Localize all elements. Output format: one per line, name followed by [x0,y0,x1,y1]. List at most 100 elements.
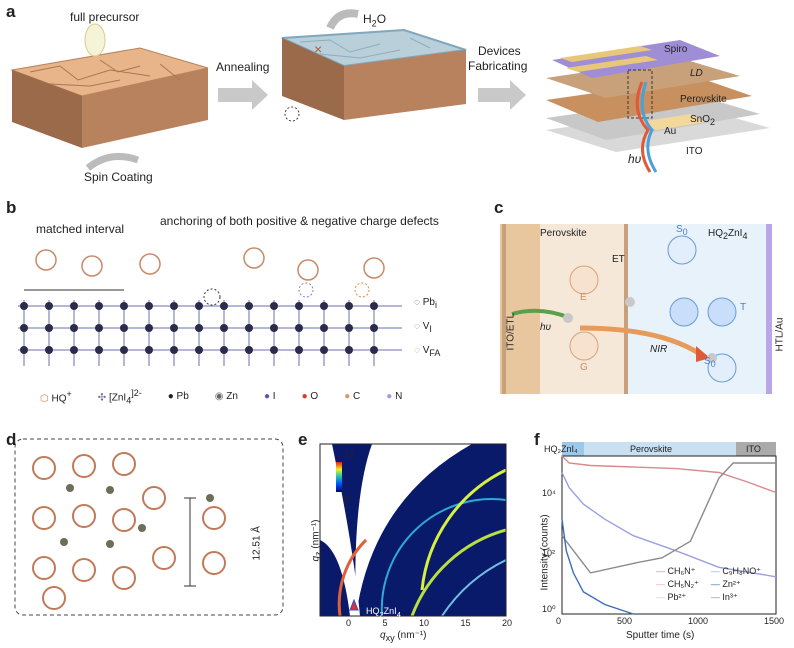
f-xlabel: Sputter time (s) [626,630,695,641]
hq-molecule-icon [72,558,96,582]
lattice-atom [245,324,253,332]
legend-zni4: ✣ [ZnI4]2- [97,388,142,406]
panel-label-b: b [6,198,17,217]
panel-a-illustration: × [10,9,770,173]
hq-molecule-icon [72,504,96,528]
panel-label-f: f [534,430,540,449]
lattice-atom [45,302,53,310]
f-legend-c9h8no: — C₉H₈NO⁺ [710,566,761,576]
hq-molecule-icon [112,566,136,590]
lattice-atom [220,324,228,332]
lattice-atom [295,346,303,354]
precursor-film [10,47,209,148]
lattice-atom [295,324,303,332]
hq-molecule-icon [32,456,56,480]
zn-atom [106,540,114,548]
e-annotation: HQ2ZnI4 [366,606,401,619]
defect-legend: ◌ Pbi ◌ VI ◌ VFA [414,292,440,364]
c-ito-etl-label: ITO/ETL [505,312,517,351]
c-nir-label: NIR [650,344,668,355]
legend-pbi: ◌ Pbi [414,297,437,310]
zn-atom [206,494,214,502]
f-ytick-2: 10² [542,548,556,558]
f-region-perovskite: Perovskite [630,444,673,454]
e-ylabel: qz (nm⁻¹) [310,519,324,562]
lattice-atom [245,346,253,354]
spin-coating-label: Spin Coating [84,170,153,184]
lattice-atom [20,324,28,332]
lattice-atom [95,346,103,354]
series-line [561,519,634,615]
legend-vi: ◌ VI [414,321,432,334]
lattice-atom [320,346,328,354]
c-htl-au-label: HTL/Au [774,317,786,352]
hq-molecule-icon [112,508,136,532]
defect-pb-circle-icon [203,288,221,306]
lattice-atom [170,324,178,332]
series-line [561,462,776,574]
lattice-atom [45,324,53,332]
lattice-atom [270,302,278,310]
lattice-atom [320,324,328,332]
fabricating-label: Fabricating [468,59,528,73]
legend-o: ● O [301,391,319,403]
device-stack [546,40,770,173]
lattice-atom [120,346,128,354]
hq-molecule-icon [81,255,103,277]
c-s0-top: S0 [676,224,688,237]
evaporation-arrow-icon [326,9,359,30]
layer-perovskite: Perovskite [680,94,727,105]
c-et-label: ET [612,254,625,265]
panel-label-d: d [6,430,17,449]
lattice-atom [70,346,78,354]
lattice-atom [345,324,353,332]
hq-molecule-icon [112,452,136,476]
f-legend-zn: — Zn²⁺ [710,579,741,589]
zn-atom [66,484,74,492]
layer-spiro: Spiro [664,44,688,55]
full-precursor-label: full precursor [70,10,140,24]
legend-hq: ⬡ HQ+ [40,389,72,405]
lattice-atom [145,302,153,310]
legend-vfa: ◌ VFA [414,345,441,358]
f-region-hq: HQ₂ZnI₄ [544,444,578,454]
c-g-label: G [580,362,588,373]
c-hv-label: hυ [540,322,552,333]
c-s0-bottom: S0 [704,356,716,369]
lattice-atom [245,302,253,310]
hq-molecule-icon [152,546,176,570]
anchoring-label: anchoring of both positive & negative ch… [160,214,439,228]
lattice-atom [220,302,228,310]
c-e-label: E [580,292,587,303]
zn-atom [60,538,68,546]
lattice-atom [270,324,278,332]
arrow-annealing-icon [218,80,268,110]
f-region-ito: ITO [746,444,761,454]
droplet-icon [84,23,106,57]
spin-arrow-icon [85,152,140,171]
hq-molecule-icon [142,486,166,510]
tof-sims-plot [561,442,777,615]
lattice-atom [370,324,378,332]
hq-molecule-icon [202,506,226,530]
hq-molecule-icon [42,586,66,610]
lattice-atom [320,302,328,310]
atom-legend: ⬡ HQ+ ✣ [ZnI4]2- ● Pb ◉ Zn ● I ● O ● C ●… [40,388,402,405]
hq-molecule-icon [72,454,96,478]
h2o-label: H2O [363,12,387,29]
perovskite-lattice [18,247,402,366]
defect-vi-circle-icon [298,282,314,298]
f-legend: — CH₆N⁺ — C₉H₈NO⁺ — CH₅N₂⁺ — Zn²⁺ — Pb²⁺… [656,566,761,603]
series-line [561,472,777,578]
e-xlabel: qxy (nm⁻¹) [380,630,427,643]
matched-interval-label: matched interval [36,222,125,236]
layer-sno2: SnO2 [690,114,716,127]
annealed-film [281,28,467,120]
hq-molecule-icon [363,257,385,279]
crystal-structure [14,438,284,616]
c-perovskite-label: Perovskite [540,228,587,239]
f-ylabel: Intensity (counts) [539,514,551,591]
layer-ld: LD [690,68,703,79]
lattice-atom [195,324,203,332]
